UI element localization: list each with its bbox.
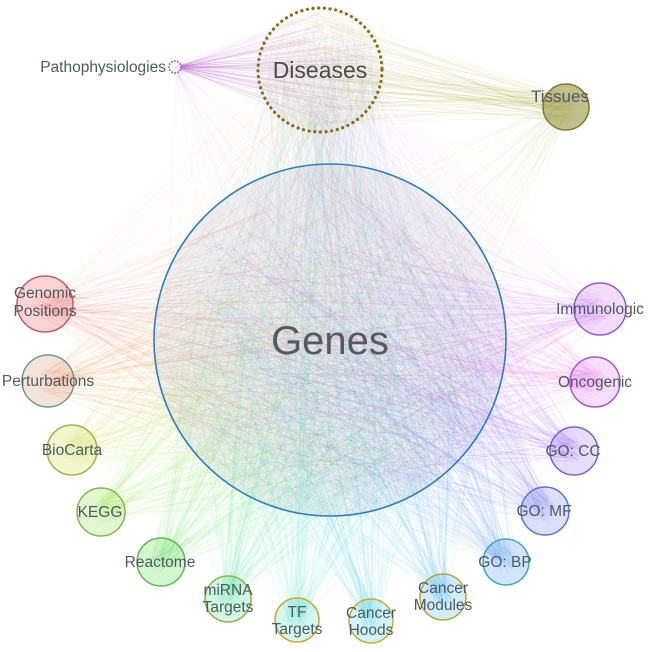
node-biocarta[interactable] <box>46 424 98 476</box>
node-diseases[interactable] <box>256 6 384 134</box>
tf-targets-label: Targets <box>272 621 323 638</box>
bundle-biocarta-to-genes <box>59 172 500 506</box>
node-tf-targets[interactable] <box>274 597 320 643</box>
kegg-label: KEGG <box>78 504 123 521</box>
node-tissues[interactable] <box>542 83 590 131</box>
tissues-label: Tissues <box>531 87 589 106</box>
cancer-hoods-label: Hoods <box>349 622 394 639</box>
go-cc-label: GO: CC <box>545 443 600 460</box>
node-oncogenic[interactable] <box>569 356 621 408</box>
diseases-area <box>258 8 382 132</box>
node-labels: Genes Diseases PathophysiologiesTissuesGen… <box>2 57 644 639</box>
go-bp-label: GO: BP <box>478 554 531 571</box>
genes-area <box>154 164 506 516</box>
bundle-go-bp-to-genes <box>175 173 518 573</box>
mirna-targets-label: Targets <box>203 599 254 616</box>
node-pathophysiologies[interactable] <box>168 60 182 74</box>
node-go-mf[interactable] <box>520 486 570 536</box>
oncogenic-label: Oncogenic <box>558 374 632 391</box>
cancer-modules-label: Modules <box>414 597 473 614</box>
bundle-pathophysiologies-to-genes <box>165 65 490 496</box>
bundle-kegg-to-genes <box>90 189 496 524</box>
reactome-label: Reactome <box>125 554 196 571</box>
bundle-tissues-to-diseases <box>267 15 582 127</box>
bundle-tissues-to-genes <box>165 96 577 498</box>
node-background-fills <box>154 8 506 516</box>
bundle-cancer-modules-to-genes <box>181 172 495 608</box>
bundle-go-cc-to-genes <box>168 181 586 494</box>
node-kegg[interactable] <box>76 487 126 537</box>
biocarta-label: BioCarta <box>42 442 103 459</box>
cancer-modules-label: Cancer <box>418 580 468 597</box>
node-immunologic[interactable] <box>573 282 627 336</box>
nodes <box>16 6 627 644</box>
bundle-pathophysiologies-to-diseases <box>172 12 376 124</box>
pathophysiologies-label: Pathophysiologies <box>40 59 166 76</box>
immunologic-label: Immunologic <box>556 301 644 318</box>
node-go-cc[interactable] <box>549 426 599 476</box>
node-mirna-targets[interactable] <box>204 575 252 623</box>
node-perturbations[interactable] <box>21 354 75 408</box>
node-genes[interactable] <box>153 163 507 517</box>
cancer-hoods-label: Cancer <box>346 605 396 622</box>
bundle-immunologic-to-genes <box>162 178 613 497</box>
bundle-tf-targets-to-genes <box>169 179 492 631</box>
bundle-oncogenic-to-genes <box>178 173 607 503</box>
genomic-positions-label: Positions <box>14 303 77 320</box>
genomic-positions-label: Genomic <box>14 285 76 302</box>
bundle-reactome-to-genes <box>148 192 489 574</box>
perturbations-label: Perturbations <box>2 373 94 390</box>
tf-targets-label: TF <box>288 604 307 621</box>
bundle-mirna-targets-to-genes <box>160 173 489 610</box>
node-go-bp[interactable] <box>482 538 530 586</box>
bundle-go-mf-to-genes <box>171 170 557 523</box>
node-genomic-positions[interactable] <box>16 275 74 333</box>
go-mf-label: GO: MF <box>516 503 571 520</box>
diseases-label: Diseases <box>273 57 368 83</box>
mirna-targets-label: miRNA <box>203 582 253 599</box>
node-cancer-hoods[interactable] <box>348 598 394 644</box>
bundle-cancer-hoods-to-genes <box>166 182 494 632</box>
bundle-perturbations-to-genes <box>35 175 496 500</box>
bundle-genomic-positions-to-genes <box>31 172 491 496</box>
node-cancer-modules[interactable] <box>419 573 467 621</box>
edge-bundles <box>31 12 613 632</box>
node-reactome[interactable] <box>136 537 186 587</box>
genes-label: Genes <box>271 319 389 363</box>
bundle-oncogenic-to-diseases <box>280 16 603 389</box>
